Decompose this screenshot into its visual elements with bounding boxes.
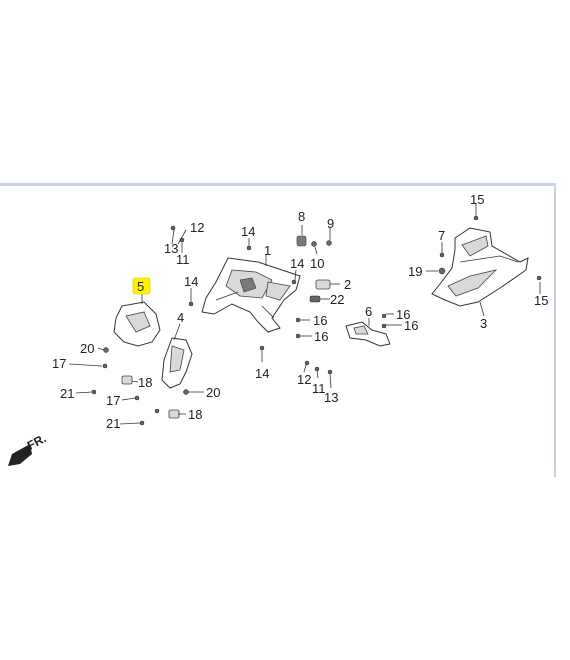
callout-17: 17	[106, 393, 120, 408]
callout-12: 12	[297, 372, 311, 387]
leader-lines	[68, 204, 541, 425]
callout-2: 2	[344, 277, 351, 292]
arrow-left-down-icon	[8, 444, 32, 466]
callout-7: 7	[438, 228, 445, 243]
callout-9: 9	[327, 216, 334, 231]
callout-3: 3	[480, 316, 487, 331]
callout-14: 14	[241, 224, 255, 239]
callout-12: 12	[190, 220, 204, 235]
part-9-screw[interactable]	[326, 240, 332, 246]
part-3-lower-cover[interactable]	[431, 227, 529, 307]
callout-20: 20	[206, 385, 220, 400]
callout-18: 18	[138, 375, 152, 390]
callout-8: 8	[298, 209, 305, 224]
part-5-small-cover[interactable]	[113, 301, 161, 347]
callout-14: 14	[255, 366, 269, 381]
callout-15: 15	[534, 293, 548, 308]
callout-16: 16	[404, 318, 418, 333]
front-direction-indicator: FR.	[8, 431, 48, 466]
callout-14: 14	[184, 274, 198, 289]
callout-16: 16	[396, 307, 410, 322]
callout-20: 20	[80, 341, 94, 356]
callout-22: 22	[330, 292, 344, 307]
part-8-screw[interactable]	[296, 235, 307, 247]
callout-16: 16	[314, 329, 328, 344]
callout-17: 17	[52, 356, 66, 371]
callout-15: 15	[470, 192, 484, 207]
callout-21: 21	[106, 416, 120, 431]
callout-4: 4	[177, 310, 184, 325]
callout-11: 11	[176, 252, 190, 267]
part-4-bracket[interactable]	[161, 337, 193, 389]
part-2-clip[interactable]	[315, 279, 331, 290]
callout-5-highlight	[132, 277, 151, 295]
callout-13: 13	[164, 241, 178, 256]
callout-14: 14	[290, 256, 304, 271]
callout-5: 5	[137, 279, 144, 294]
callout-1: 1	[264, 243, 271, 258]
callout-16: 16	[313, 313, 327, 328]
callout-labels: 15 7 19 15 3 12 13 11 14 1 8 9 10 14 2 2…	[52, 192, 548, 431]
callout-10: 10	[310, 256, 324, 271]
callout-6: 6	[365, 304, 372, 319]
callout-21: 21	[60, 386, 74, 401]
callout-18: 18	[188, 407, 202, 422]
callout-19: 19	[408, 264, 422, 279]
fasteners	[91, 215, 542, 426]
part-22-clip[interactable]	[309, 295, 321, 303]
part-1-inner-cover[interactable]	[201, 257, 301, 333]
part-6-small-bracket[interactable]	[345, 321, 391, 347]
part-10-screw[interactable]	[311, 241, 317, 247]
callout-13: 13	[324, 390, 338, 405]
callout-11: 11	[312, 381, 326, 396]
